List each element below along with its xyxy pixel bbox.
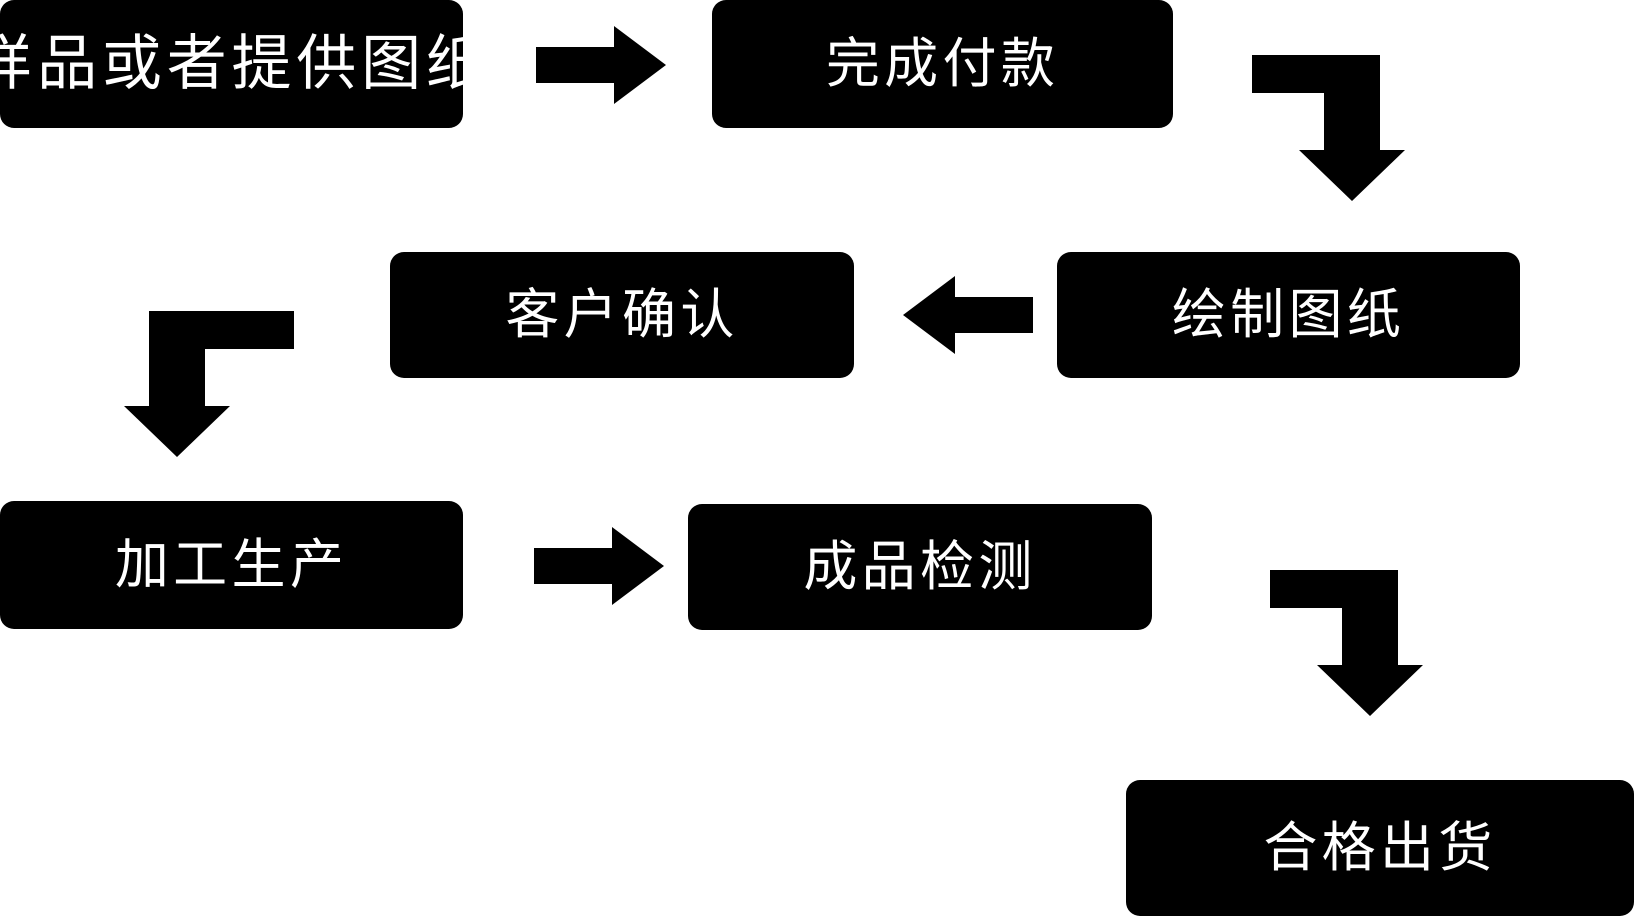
flow-node-label: 合格出货 <box>1263 818 1497 878</box>
flow-node-label: 成品检测 <box>803 537 1037 597</box>
flow-node-label: 样品或者提供图纸 <box>0 30 491 97</box>
elbow-arrow-right-down-icon <box>1246 553 1426 716</box>
flow-node-label: 绘制图纸 <box>1171 285 1406 345</box>
flow-node-finished-product-inspection[interactable]: 成品检测 <box>688 504 1152 630</box>
flow-node-draw-drawing[interactable]: 绘制图纸 <box>1057 252 1520 378</box>
elbow-arrow-left-down-icon <box>118 294 298 457</box>
flow-node-label: 客户确认 <box>505 285 739 345</box>
flow-node-label: 加工生产 <box>114 535 349 595</box>
arrow-right-icon <box>534 527 664 605</box>
arrow-left-icon <box>903 276 1033 354</box>
arrow-right-icon <box>536 26 666 104</box>
flow-node-qualified-shipment[interactable]: 合格出货 <box>1126 780 1634 916</box>
flow-node-customer-confirm[interactable]: 客户确认 <box>390 252 854 378</box>
flow-node-processing-production[interactable]: 加工生产 <box>0 501 463 629</box>
flow-node-complete-payment[interactable]: 完成付款 <box>712 0 1173 128</box>
flow-node-label: 完成付款 <box>825 34 1060 94</box>
flow-node-sample-or-drawing[interactable]: 样品或者提供图纸 <box>0 0 486 128</box>
elbow-arrow-right-down-icon <box>1228 38 1408 201</box>
